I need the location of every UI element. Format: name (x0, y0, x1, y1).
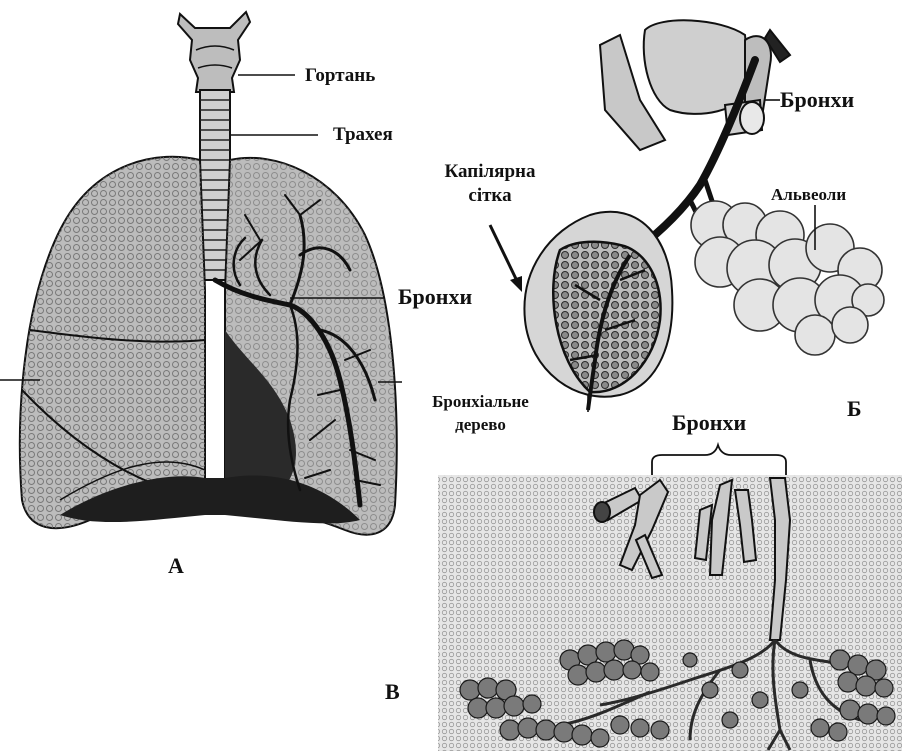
panel-a-lungs (0, 12, 402, 535)
label-trachea: Трахея (333, 125, 393, 144)
capillary-arrow (490, 225, 522, 292)
panel-label-a: А (168, 555, 184, 577)
bronchi-brace (652, 445, 786, 475)
label-capillary-net: Капілярна сітка (425, 162, 555, 205)
label-alveoli: Альвеоли (771, 186, 846, 203)
alveolar-sac-right (691, 201, 884, 355)
alveolar-sac-left (524, 212, 672, 410)
larynx-shape (178, 12, 250, 92)
label-bronchi-c: Бронхи (672, 412, 746, 434)
panel-label-b: Б (847, 398, 862, 420)
label-capillary-line2: сітка (425, 186, 555, 205)
label-capillary-line1: Капілярна (425, 162, 555, 181)
left-side-lung (20, 157, 205, 528)
panel-label-c: В (385, 681, 400, 703)
panel-b-alveoli (490, 20, 884, 412)
label-larynx: Гортань (305, 66, 375, 85)
label-bronchi-b: Бронхи (780, 89, 854, 111)
label-tree-line1: Бронхіальне (408, 393, 553, 410)
panel-c-alveoli-field (438, 445, 902, 751)
label-bronchial-tree: Бронхіальне дерево (408, 393, 553, 433)
vessels-top (600, 20, 790, 150)
label-tree-line2: дерево (408, 416, 553, 433)
label-bronchi-a: Бронхи (398, 286, 472, 308)
